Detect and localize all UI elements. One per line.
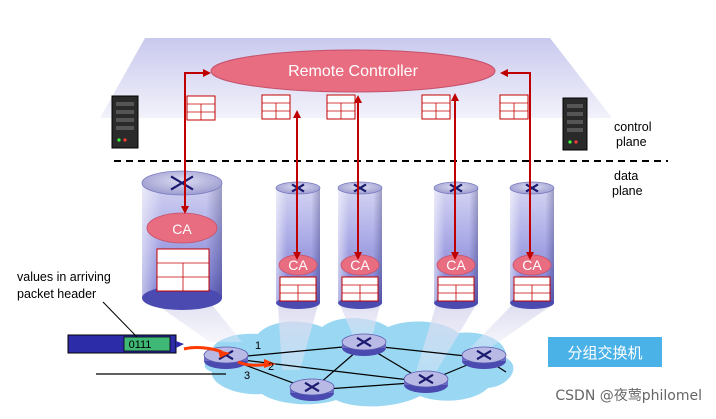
ca-label: CA <box>446 257 466 273</box>
server-icon-left <box>111 95 139 149</box>
data-plane-label-line1: data <box>614 169 638 183</box>
network-switch-4 <box>289 378 335 401</box>
flow-table <box>341 276 379 302</box>
ca-agent: CA <box>436 254 476 276</box>
port-number-1: 1 <box>255 340 261 352</box>
flow-table <box>513 276 551 302</box>
watermark: CSDN @夜莺philomel <box>555 388 702 404</box>
packet-header-value: 0111 <box>129 339 152 351</box>
control-plane-label-line2: plane <box>616 135 647 149</box>
controller-flow-table-3 <box>326 94 356 120</box>
controller-flow-table-2 <box>261 94 291 120</box>
arrow-controller-router-1 <box>181 69 211 214</box>
arriving-header-caption-line1: values in arriving <box>17 270 111 284</box>
port-number-3: 3 <box>244 370 250 382</box>
packet-header-field <box>123 336 171 352</box>
ca-agent: CA <box>512 254 552 276</box>
ca-label: CA <box>288 257 308 273</box>
network-label-box <box>548 337 662 367</box>
network-label: 分组交换机 <box>567 344 642 362</box>
ca-label: CA <box>350 257 370 273</box>
control-plane-label-line1: control <box>614 120 652 134</box>
server-icon-right <box>562 97 588 151</box>
router-cylinder-5: CA <box>509 181 555 309</box>
flow-table <box>279 276 317 302</box>
network-switches <box>203 333 507 401</box>
remote-controller-label: Remote Controller <box>288 63 419 80</box>
router-cylinders: CA CA CA CA CA <box>141 170 555 310</box>
network-switch-3 <box>461 346 507 369</box>
ca-agent: CA <box>340 254 380 276</box>
flow-table <box>437 276 475 302</box>
controller-flow-table-5 <box>499 94 529 120</box>
port-number-2: 2 <box>268 361 274 373</box>
ca-label: CA <box>522 257 542 273</box>
network-switch-2 <box>341 333 387 356</box>
remote-controller <box>210 49 496 93</box>
router-cylinder-3: CA <box>337 181 383 309</box>
arriving-header-caption-line2: packet header <box>17 287 96 301</box>
ca-label: CA <box>172 221 192 237</box>
router-cylinder-1: CA <box>141 170 223 310</box>
caption-pointer <box>102 301 138 338</box>
controller-flow-table-4 <box>421 94 451 120</box>
ca-agent: CA <box>278 254 318 276</box>
projection-cones <box>150 300 552 372</box>
ca-agent: CA <box>146 212 218 244</box>
flow-table-large <box>156 248 210 292</box>
incoming-packet: 0111 <box>67 334 276 368</box>
network-switch-5 <box>403 370 449 393</box>
control-arrows <box>181 69 534 260</box>
arrow-controller-router-5 <box>500 69 534 260</box>
controller-flow-table-1 <box>186 95 216 121</box>
data-plane-label-line2: plane <box>612 184 643 198</box>
